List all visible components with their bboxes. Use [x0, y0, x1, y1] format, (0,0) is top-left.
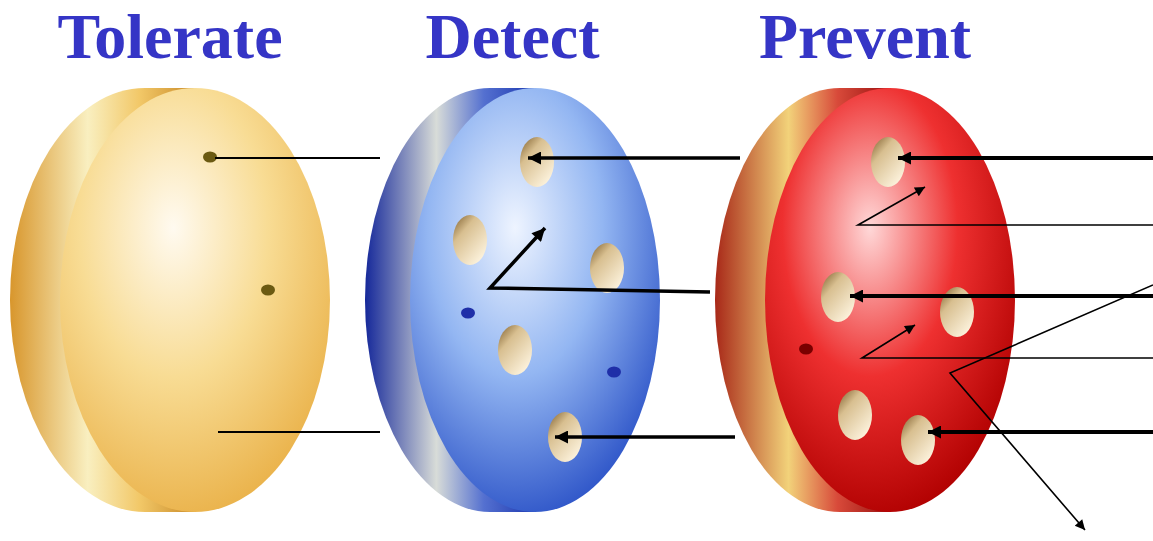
- layer-heading: Tolerate: [10, 5, 330, 69]
- defense-layer: Tolerate: [10, 5, 330, 515]
- threat-line: [218, 431, 380, 433]
- layer-disk: [365, 85, 660, 515]
- layer-disk: [715, 85, 1015, 515]
- defense-layer: Detect: [365, 5, 660, 515]
- layer-heading: Detect: [365, 5, 660, 69]
- threat-arrow: [528, 156, 740, 160]
- layer-disk: [10, 85, 330, 515]
- threat-arrow: [928, 430, 1153, 434]
- threat-arrow: [555, 435, 735, 439]
- defense-layer: Prevent: [715, 5, 1015, 515]
- threat-line: [215, 157, 380, 159]
- threat-arrow: [898, 156, 1153, 160]
- threat-arrow: [850, 294, 1153, 298]
- layer-heading: Prevent: [715, 5, 1015, 69]
